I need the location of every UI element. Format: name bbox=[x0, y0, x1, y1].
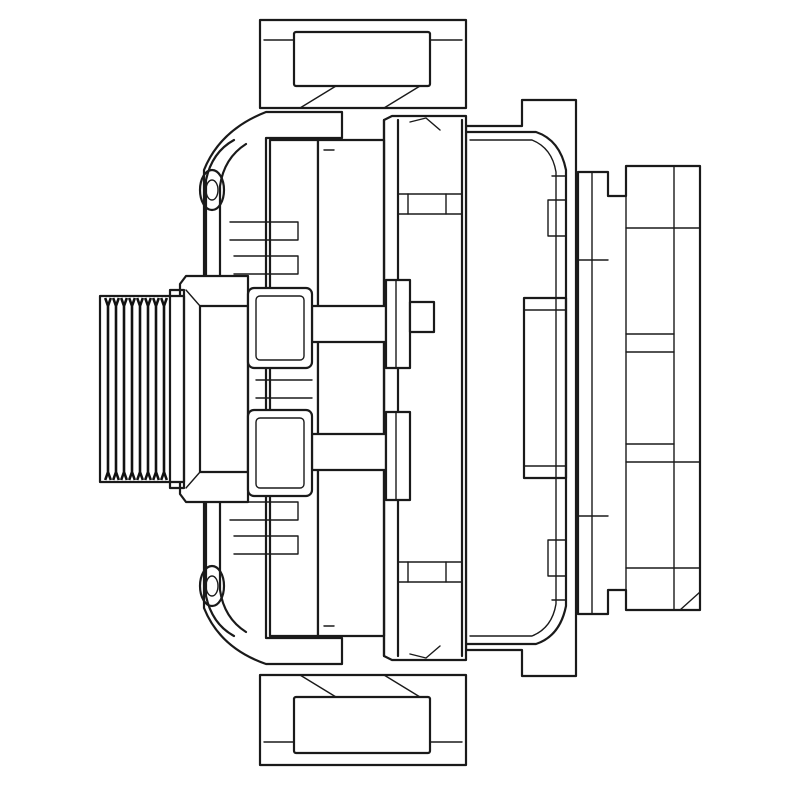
pulley-groove bbox=[151, 297, 161, 481]
pulley-groove bbox=[119, 297, 129, 481]
pulley bbox=[98, 288, 186, 490]
pulley-groove bbox=[127, 297, 137, 481]
rear-cover bbox=[576, 164, 702, 616]
pulley-groove bbox=[135, 297, 145, 481]
pulley-nut bbox=[178, 274, 250, 504]
pulley-groove bbox=[159, 297, 169, 481]
pulley-groove bbox=[103, 297, 113, 481]
front-housing bbox=[198, 110, 386, 666]
rear-housing bbox=[464, 98, 578, 678]
pulley-groove bbox=[111, 297, 121, 481]
through-bolt-lower bbox=[310, 410, 412, 502]
shaft-collar bbox=[246, 286, 314, 498]
through-bolt-upper bbox=[310, 278, 436, 370]
stator bbox=[382, 114, 468, 662]
pulley-grooves bbox=[103, 297, 169, 481]
top-mounting-ear bbox=[258, 18, 468, 110]
bottom-mounting-ear bbox=[258, 673, 468, 767]
pulley-groove bbox=[143, 297, 153, 481]
